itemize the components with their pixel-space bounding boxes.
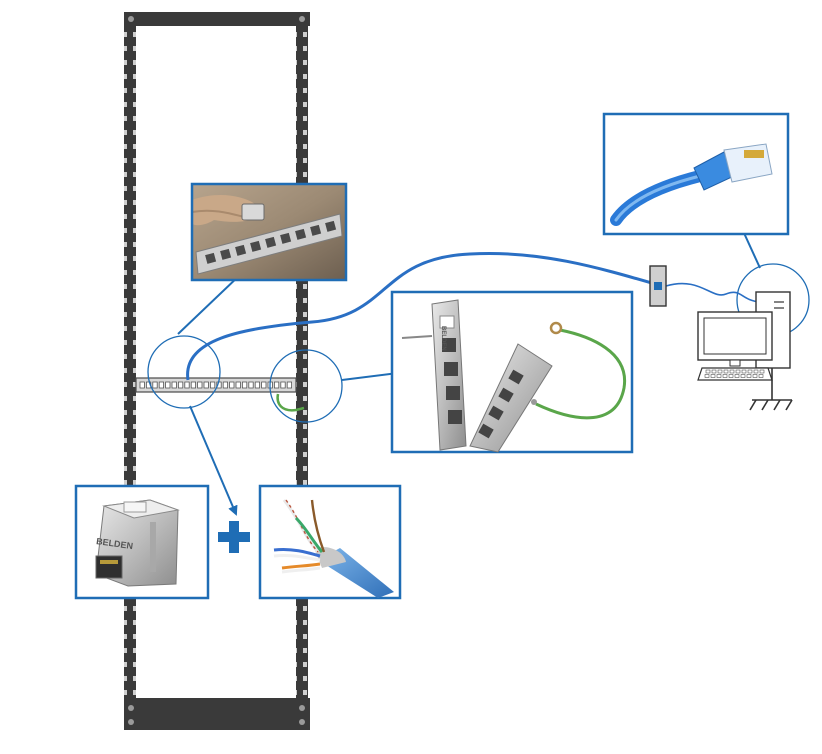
patch-panel-port	[197, 381, 203, 389]
keyboard-key	[705, 369, 711, 374]
bracket-ground-wire	[535, 328, 627, 420]
keyboard-key	[746, 374, 752, 378]
mounting-bracket-photo: BELDEN	[390, 290, 634, 454]
panel-strip-slot	[295, 228, 307, 240]
patch-panel-port	[171, 381, 177, 389]
patch-panel-port	[241, 381, 248, 389]
equipment-rack	[124, 12, 310, 730]
keyboard-key	[716, 374, 722, 378]
jack-port-opening	[95, 555, 123, 579]
ground-symbol	[749, 368, 793, 411]
patch-panel-port	[158, 381, 164, 389]
patch-panel-port	[190, 381, 196, 389]
panel-strip-slot	[280, 232, 292, 244]
keyboard-key	[728, 374, 734, 378]
keyboard-key	[752, 374, 758, 378]
keyboard-key	[758, 374, 764, 378]
keyboard-key	[759, 369, 765, 374]
rack-top-bar	[124, 12, 310, 26]
patch-panel-port	[254, 381, 260, 389]
panel-strip-slot	[250, 240, 262, 252]
patch-panel-port	[235, 381, 241, 389]
keyboard-key	[722, 374, 728, 378]
patch-panel-port	[248, 381, 254, 389]
patch-panel	[135, 377, 297, 393]
keyboard-key	[740, 374, 746, 378]
patch-panel-port	[177, 381, 184, 389]
ground-callout-circle	[269, 349, 343, 423]
patch-panel-port	[280, 381, 286, 389]
bracket-brand-label: BELDEN	[440, 326, 446, 351]
desktop-computer	[697, 291, 793, 411]
keyboard-key	[734, 374, 740, 378]
panel-strip-slot	[235, 244, 247, 256]
patch-panel-port	[273, 381, 280, 389]
panel-strip-slot	[220, 248, 232, 260]
rack-base	[124, 698, 310, 730]
panel-strip-slot	[325, 220, 337, 232]
patch-panel-port	[139, 381, 145, 389]
keyboard-key	[747, 369, 753, 374]
keystone-jack-photo: BELDEN	[74, 484, 210, 600]
patch-panel-port	[261, 381, 267, 389]
jack-module	[241, 203, 265, 221]
wall-outlet	[649, 265, 667, 307]
patch-panel-port	[222, 381, 228, 389]
patch-panel-port	[286, 381, 293, 389]
keyboard-key	[753, 369, 759, 374]
keyboard-key	[741, 369, 747, 374]
patch-panel-port	[152, 381, 158, 389]
patch-cord-to-computer	[665, 282, 761, 303]
patch-panel-port	[209, 381, 216, 389]
ground-lug	[549, 321, 563, 335]
horizontal-cable-run	[186, 251, 663, 381]
panel-strip-slot	[205, 252, 217, 264]
panel-strip-slot	[310, 224, 322, 236]
patch-panel-port	[203, 381, 209, 389]
install-jack-photo	[190, 182, 348, 282]
keyboard-key	[729, 369, 735, 374]
patch-panel-port	[165, 381, 171, 389]
keyboard-key	[704, 374, 710, 378]
patch-cord-photo	[602, 112, 790, 236]
patch-panel-port	[184, 381, 190, 389]
panel-strip-slot	[265, 236, 277, 248]
rack-ground-wire	[276, 393, 305, 412]
keyboard-key	[735, 369, 741, 374]
keyboard-key	[717, 369, 723, 374]
arrow-to-jack-and-cable	[189, 405, 238, 516]
keyboard-key	[711, 369, 717, 374]
keyboard-key	[710, 374, 716, 378]
patch-panel-port	[229, 381, 235, 389]
plus-icon	[218, 521, 250, 553]
keyboard-key	[723, 369, 729, 374]
cable-photo	[258, 484, 402, 600]
patch-panel-callout-circle	[147, 335, 221, 409]
